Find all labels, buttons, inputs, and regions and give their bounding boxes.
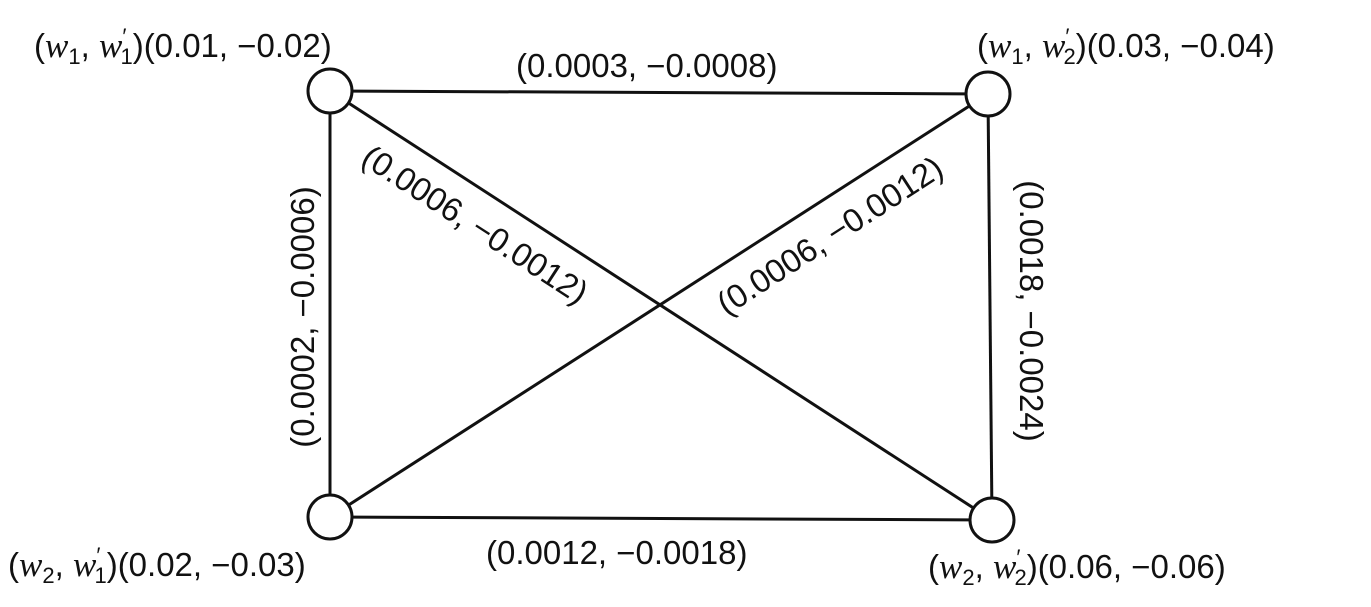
edge-label-diag-up: (0.0006, −0.0012) [710, 149, 949, 322]
edge-diag-up [329, 92, 989, 519]
edge-right [986, 93, 994, 521]
edge-top [329, 89, 989, 96]
node-w2-w2p [968, 496, 1016, 544]
node-w2-w1p [306, 493, 354, 541]
edge-label-right: (0.0018, −0.0024) [1013, 180, 1050, 441]
node-w1-w2p [964, 70, 1012, 118]
edge-bottom [329, 515, 993, 522]
edge-label-top: (0.0003, −0.0008) [516, 47, 777, 84]
node-label-w1-w2p: (w1, w′2)(0.03, −0.04) [977, 24, 1275, 69]
edge-label-bottom: (0.0012, −0.0018) [486, 534, 747, 571]
node-label-w2-w1p: (w2, w′1)(0.02, −0.03) [8, 543, 306, 588]
edge-label-diag-down: (0.0006, −0.0012) [356, 138, 595, 311]
node-label-w1-w1p: (w1, w′1)(0.01, −0.02) [34, 24, 332, 69]
edge-label-left: (0.0002, −0.0006) [284, 186, 321, 447]
node-w1-w1p [306, 67, 354, 115]
node-label-w2-w2p: (w2, w′2)(0.06, −0.06) [928, 545, 1226, 590]
